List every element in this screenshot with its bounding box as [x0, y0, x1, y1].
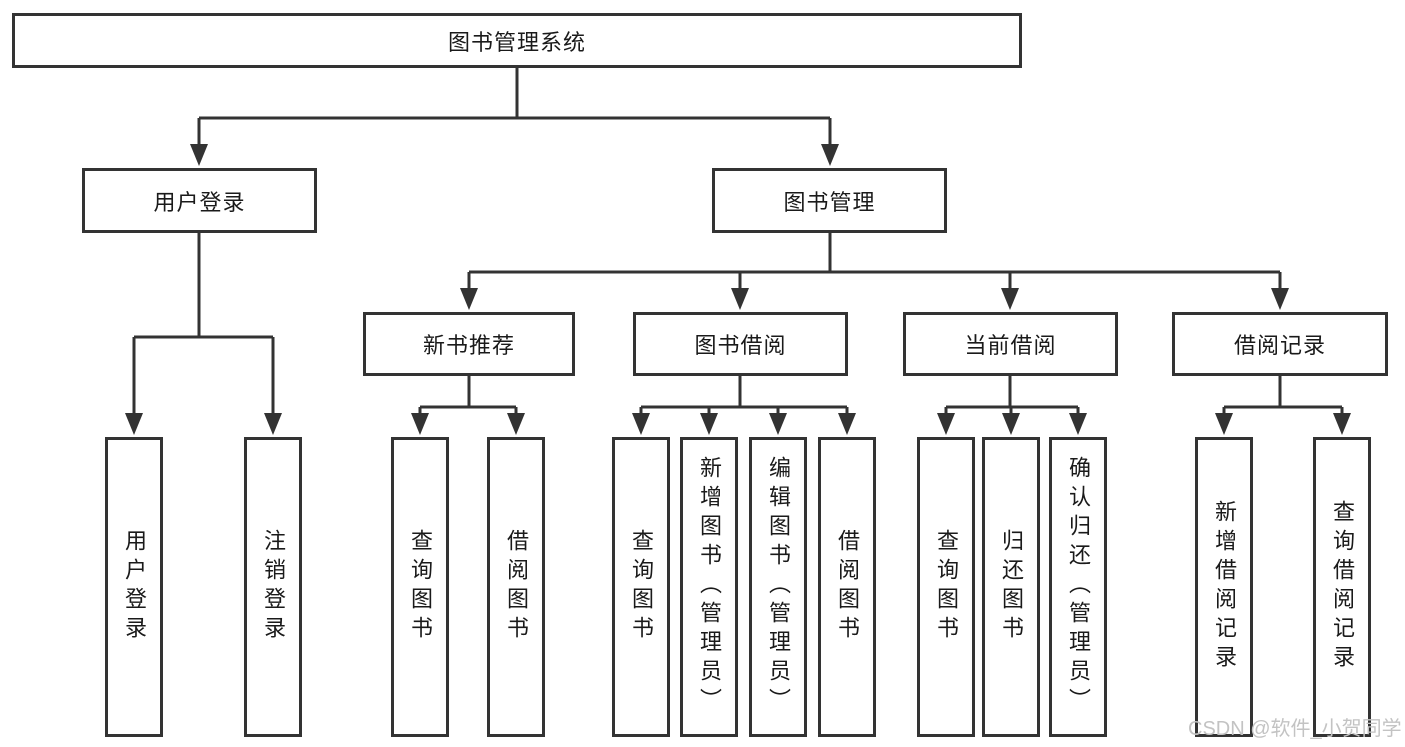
- leaf-add-borrow-record: 新增借阅记录: [1195, 437, 1253, 737]
- node-borrow-records: 借阅记录: [1172, 312, 1388, 376]
- node-library-management-system: 图书管理系统: [12, 13, 1022, 68]
- node-current-borrow: 当前借阅: [903, 312, 1118, 376]
- leaf-add-book-admin: 新增图书（管理员）: [680, 437, 738, 737]
- leaf-user-login: 用户登录: [105, 437, 163, 737]
- leaf-logout-login: 注销登录: [244, 437, 302, 737]
- leaf-borrow-books-recommend: 借阅图书: [487, 437, 545, 737]
- node-user-login: 用户登录: [82, 168, 317, 233]
- leaf-return-book: 归还图书: [982, 437, 1040, 737]
- leaf-query-borrow-record: 查询借阅记录: [1313, 437, 1371, 737]
- leaf-borrow-books: 借阅图书: [818, 437, 876, 737]
- leaf-confirm-return-admin: 确认归还（管理员）: [1049, 437, 1107, 737]
- leaf-query-books-borrow: 查询图书: [612, 437, 670, 737]
- leaf-edit-book-admin: 编辑图书（管理员）: [749, 437, 807, 737]
- leaf-query-books-recommend: 查询图书: [391, 437, 449, 737]
- node-book-borrow: 图书借阅: [633, 312, 848, 376]
- leaf-query-books-current: 查询图书: [917, 437, 975, 737]
- node-new-book-recommend: 新书推荐: [363, 312, 575, 376]
- csdn-watermark: CSDN @软件_小贺同学: [1188, 718, 1402, 740]
- node-book-management: 图书管理: [712, 168, 947, 233]
